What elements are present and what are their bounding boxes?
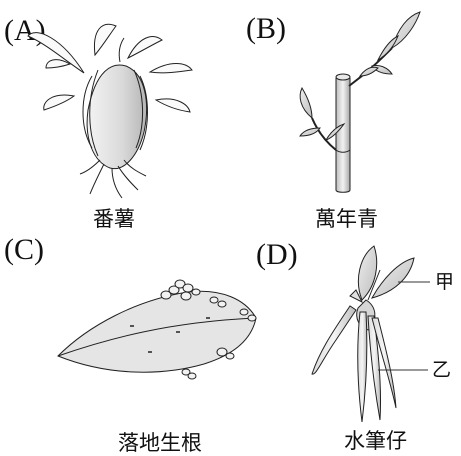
panel-c-letter: (C) — [4, 233, 44, 266]
mangrove-propagule-illustration — [311, 245, 430, 423]
callout-lower-label: 乙 — [432, 359, 452, 381]
panel-a-caption: 番薯 — [93, 207, 135, 231]
kalanchoe-leaf-illustration — [57, 279, 257, 380]
sweet-potato-illustration — [27, 23, 193, 199]
panel-b-letter: (B) — [246, 12, 286, 45]
panel-b-caption: 萬年青 — [315, 207, 378, 231]
panel-c-caption: 落地生根 — [118, 431, 202, 455]
lucky-bamboo-illustration — [299, 11, 421, 193]
callout-upper-label: 甲 — [435, 271, 455, 293]
panel-d-caption: 水筆仔 — [344, 429, 407, 453]
panel-d-letter: (D) — [256, 238, 298, 271]
